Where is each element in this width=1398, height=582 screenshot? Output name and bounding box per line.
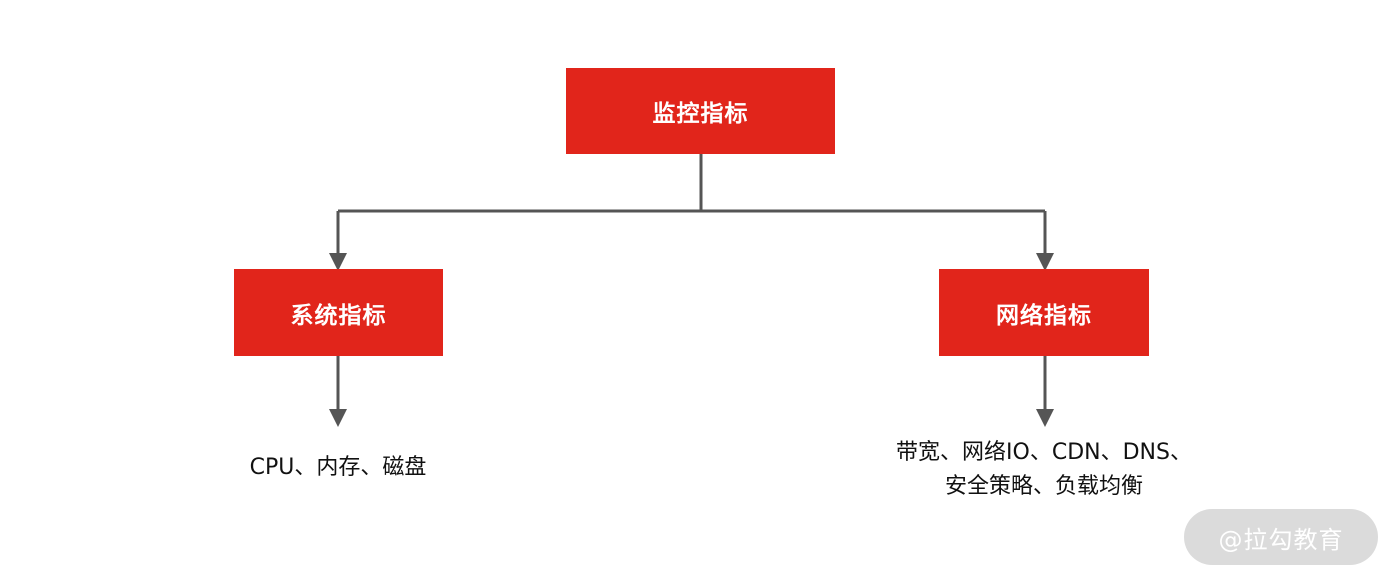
- watermark-text: @拉勾教育: [1218, 525, 1344, 554]
- network-metrics-label: 网络指标: [996, 302, 1092, 329]
- lagou-watermark: @拉勾教育: [1184, 509, 1378, 565]
- system-leaf-line: CPU、内存、磁盘: [249, 455, 427, 480]
- network-metrics-box: 网络指标: [939, 269, 1149, 356]
- system-metrics-box: 系统指标: [234, 269, 443, 356]
- system-metrics-leaf: CPU、内存、磁盘: [188, 451, 488, 485]
- network-leaf-line-1: 带宽、网络IO、CDN、DNS、: [896, 440, 1192, 465]
- network-metrics-leaf: 带宽、网络IO、CDN、DNS、 安全策略、负载均衡: [844, 436, 1244, 504]
- root-node-box: 监控指标: [566, 68, 835, 154]
- root-node-label: 监控指标: [652, 101, 749, 127]
- network-leaf-line-2: 安全策略、负载均衡: [944, 474, 1143, 499]
- system-metrics-label: 系统指标: [290, 302, 387, 329]
